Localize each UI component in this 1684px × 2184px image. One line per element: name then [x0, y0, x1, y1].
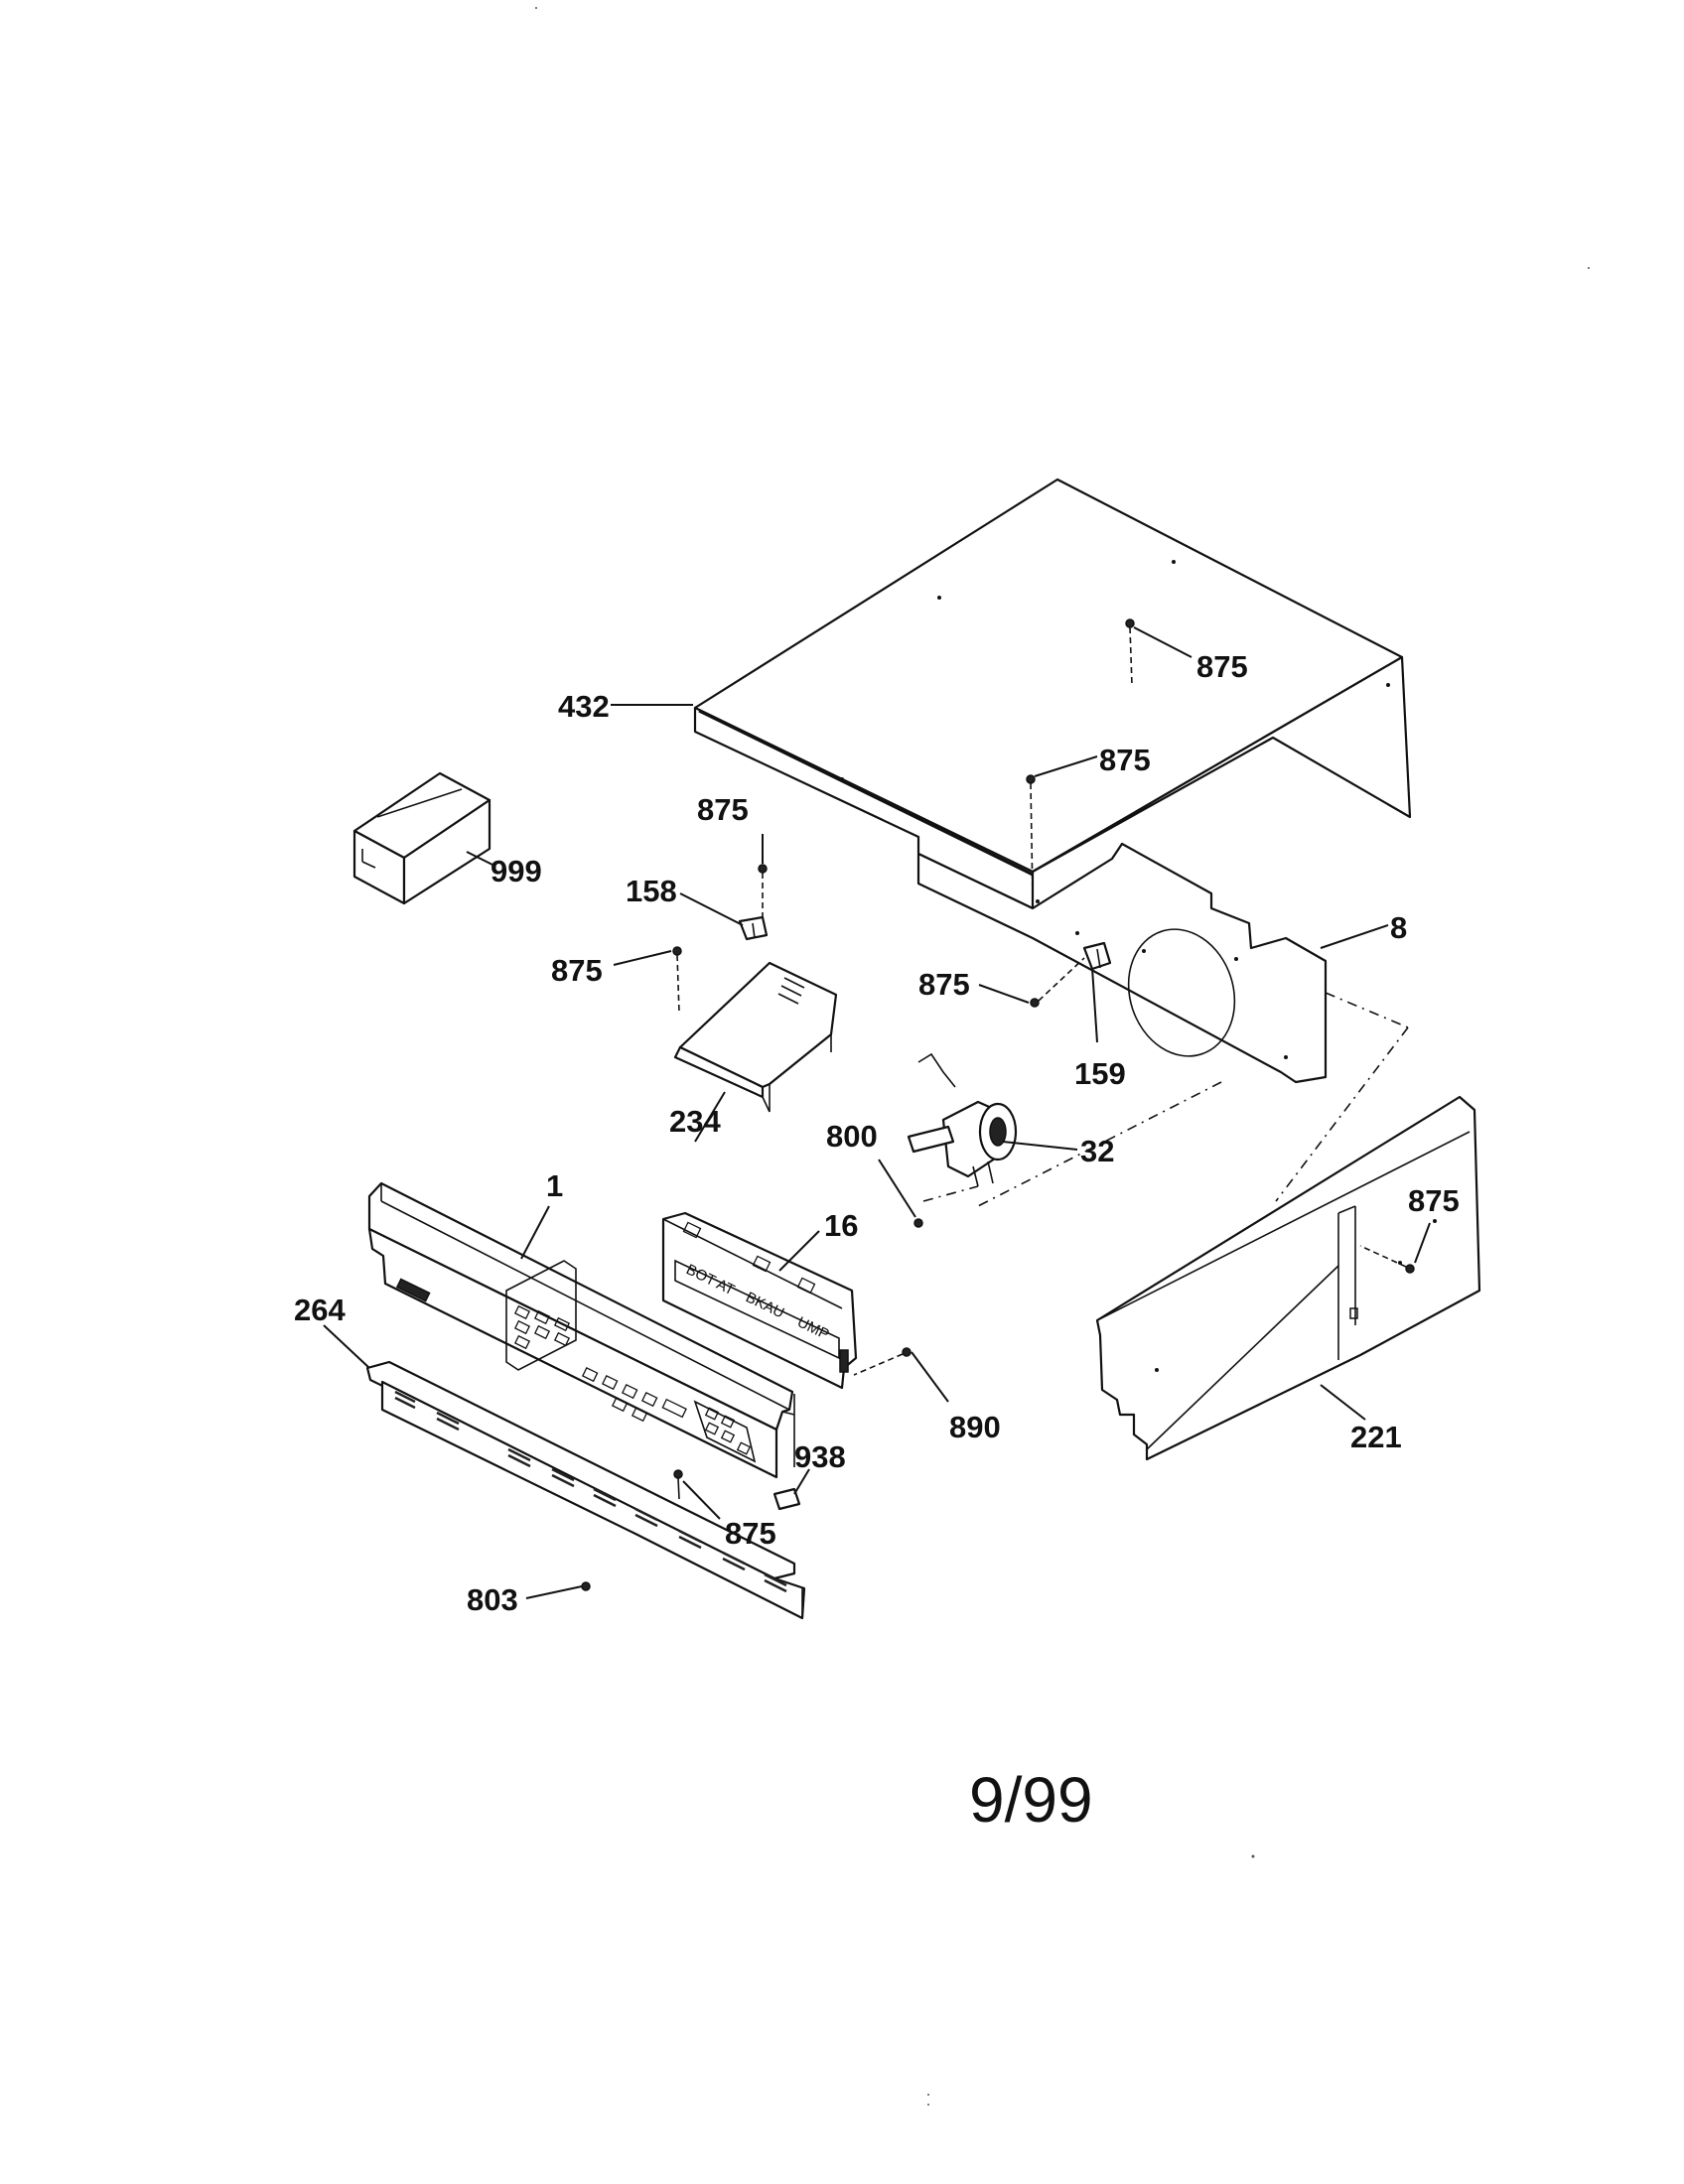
control-panel-part-1 — [367, 1181, 795, 1479]
vent-slots — [394, 1390, 787, 1593]
callout-875-top-b: 875 — [1099, 743, 1151, 777]
screw-icon — [581, 1581, 591, 1591]
screw-icon — [672, 946, 682, 1014]
callout-875-bottom: 875 — [725, 1516, 776, 1551]
top-cover-part-432 — [693, 478, 1412, 910]
side-panel-part-221 — [1095, 1095, 1481, 1461]
rear-panel-part-8 — [916, 842, 1409, 1207]
date-stamp: 9/99 — [969, 1764, 1093, 1836]
clip-part-158 — [738, 915, 769, 941]
screws — [581, 618, 1415, 1591]
callout-1: 1 — [546, 1168, 563, 1203]
callout-875-side: 875 — [1408, 1183, 1460, 1218]
callout-264: 264 — [294, 1293, 346, 1327]
callout-16: 16 — [824, 1208, 858, 1243]
callout-875-top-a: 875 — [1196, 649, 1248, 684]
screw-icon — [1030, 957, 1085, 1008]
callouts: 432 875 875 999 875 158 875 234 8 875 15… — [294, 649, 1460, 1617]
box-part-999 — [352, 771, 491, 905]
callout-800: 800 — [826, 1119, 878, 1154]
callout-875-bracket-left: 875 — [551, 953, 603, 988]
clip-part-159 — [1082, 941, 1112, 971]
screw-icon — [1026, 774, 1036, 899]
screw-icon — [853, 1347, 912, 1376]
screw-icon — [758, 864, 768, 918]
bracket-part-234 — [673, 961, 838, 1113]
screw-icon — [673, 1469, 683, 1500]
callout-8: 8 — [1390, 910, 1407, 945]
callout-32: 32 — [1080, 1134, 1114, 1168]
callout-999: 999 — [491, 854, 542, 888]
callout-875-bracket-top: 875 — [697, 792, 749, 827]
callout-159: 159 — [1074, 1056, 1126, 1091]
callout-938: 938 — [794, 1439, 846, 1474]
callout-875-mid: 875 — [918, 967, 970, 1002]
callout-221: 221 — [1350, 1420, 1402, 1454]
screw-icon — [913, 1218, 923, 1228]
clip-part-938 — [772, 1487, 801, 1511]
callout-803: 803 — [467, 1582, 518, 1617]
callout-234: 234 — [669, 1104, 721, 1139]
control-board-part-16: BOT AT BKAU UMP — [661, 1211, 858, 1390]
vent-trim-part-264 — [365, 1360, 806, 1620]
leader-lines — [323, 626, 1431, 1599]
callout-890: 890 — [949, 1410, 1001, 1444]
callout-432: 432 — [558, 689, 610, 724]
screw-icon — [1359, 1245, 1415, 1274]
motor-part-32 — [907, 1052, 1018, 1202]
callout-158: 158 — [626, 874, 677, 908]
screw-icon — [1125, 618, 1135, 686]
